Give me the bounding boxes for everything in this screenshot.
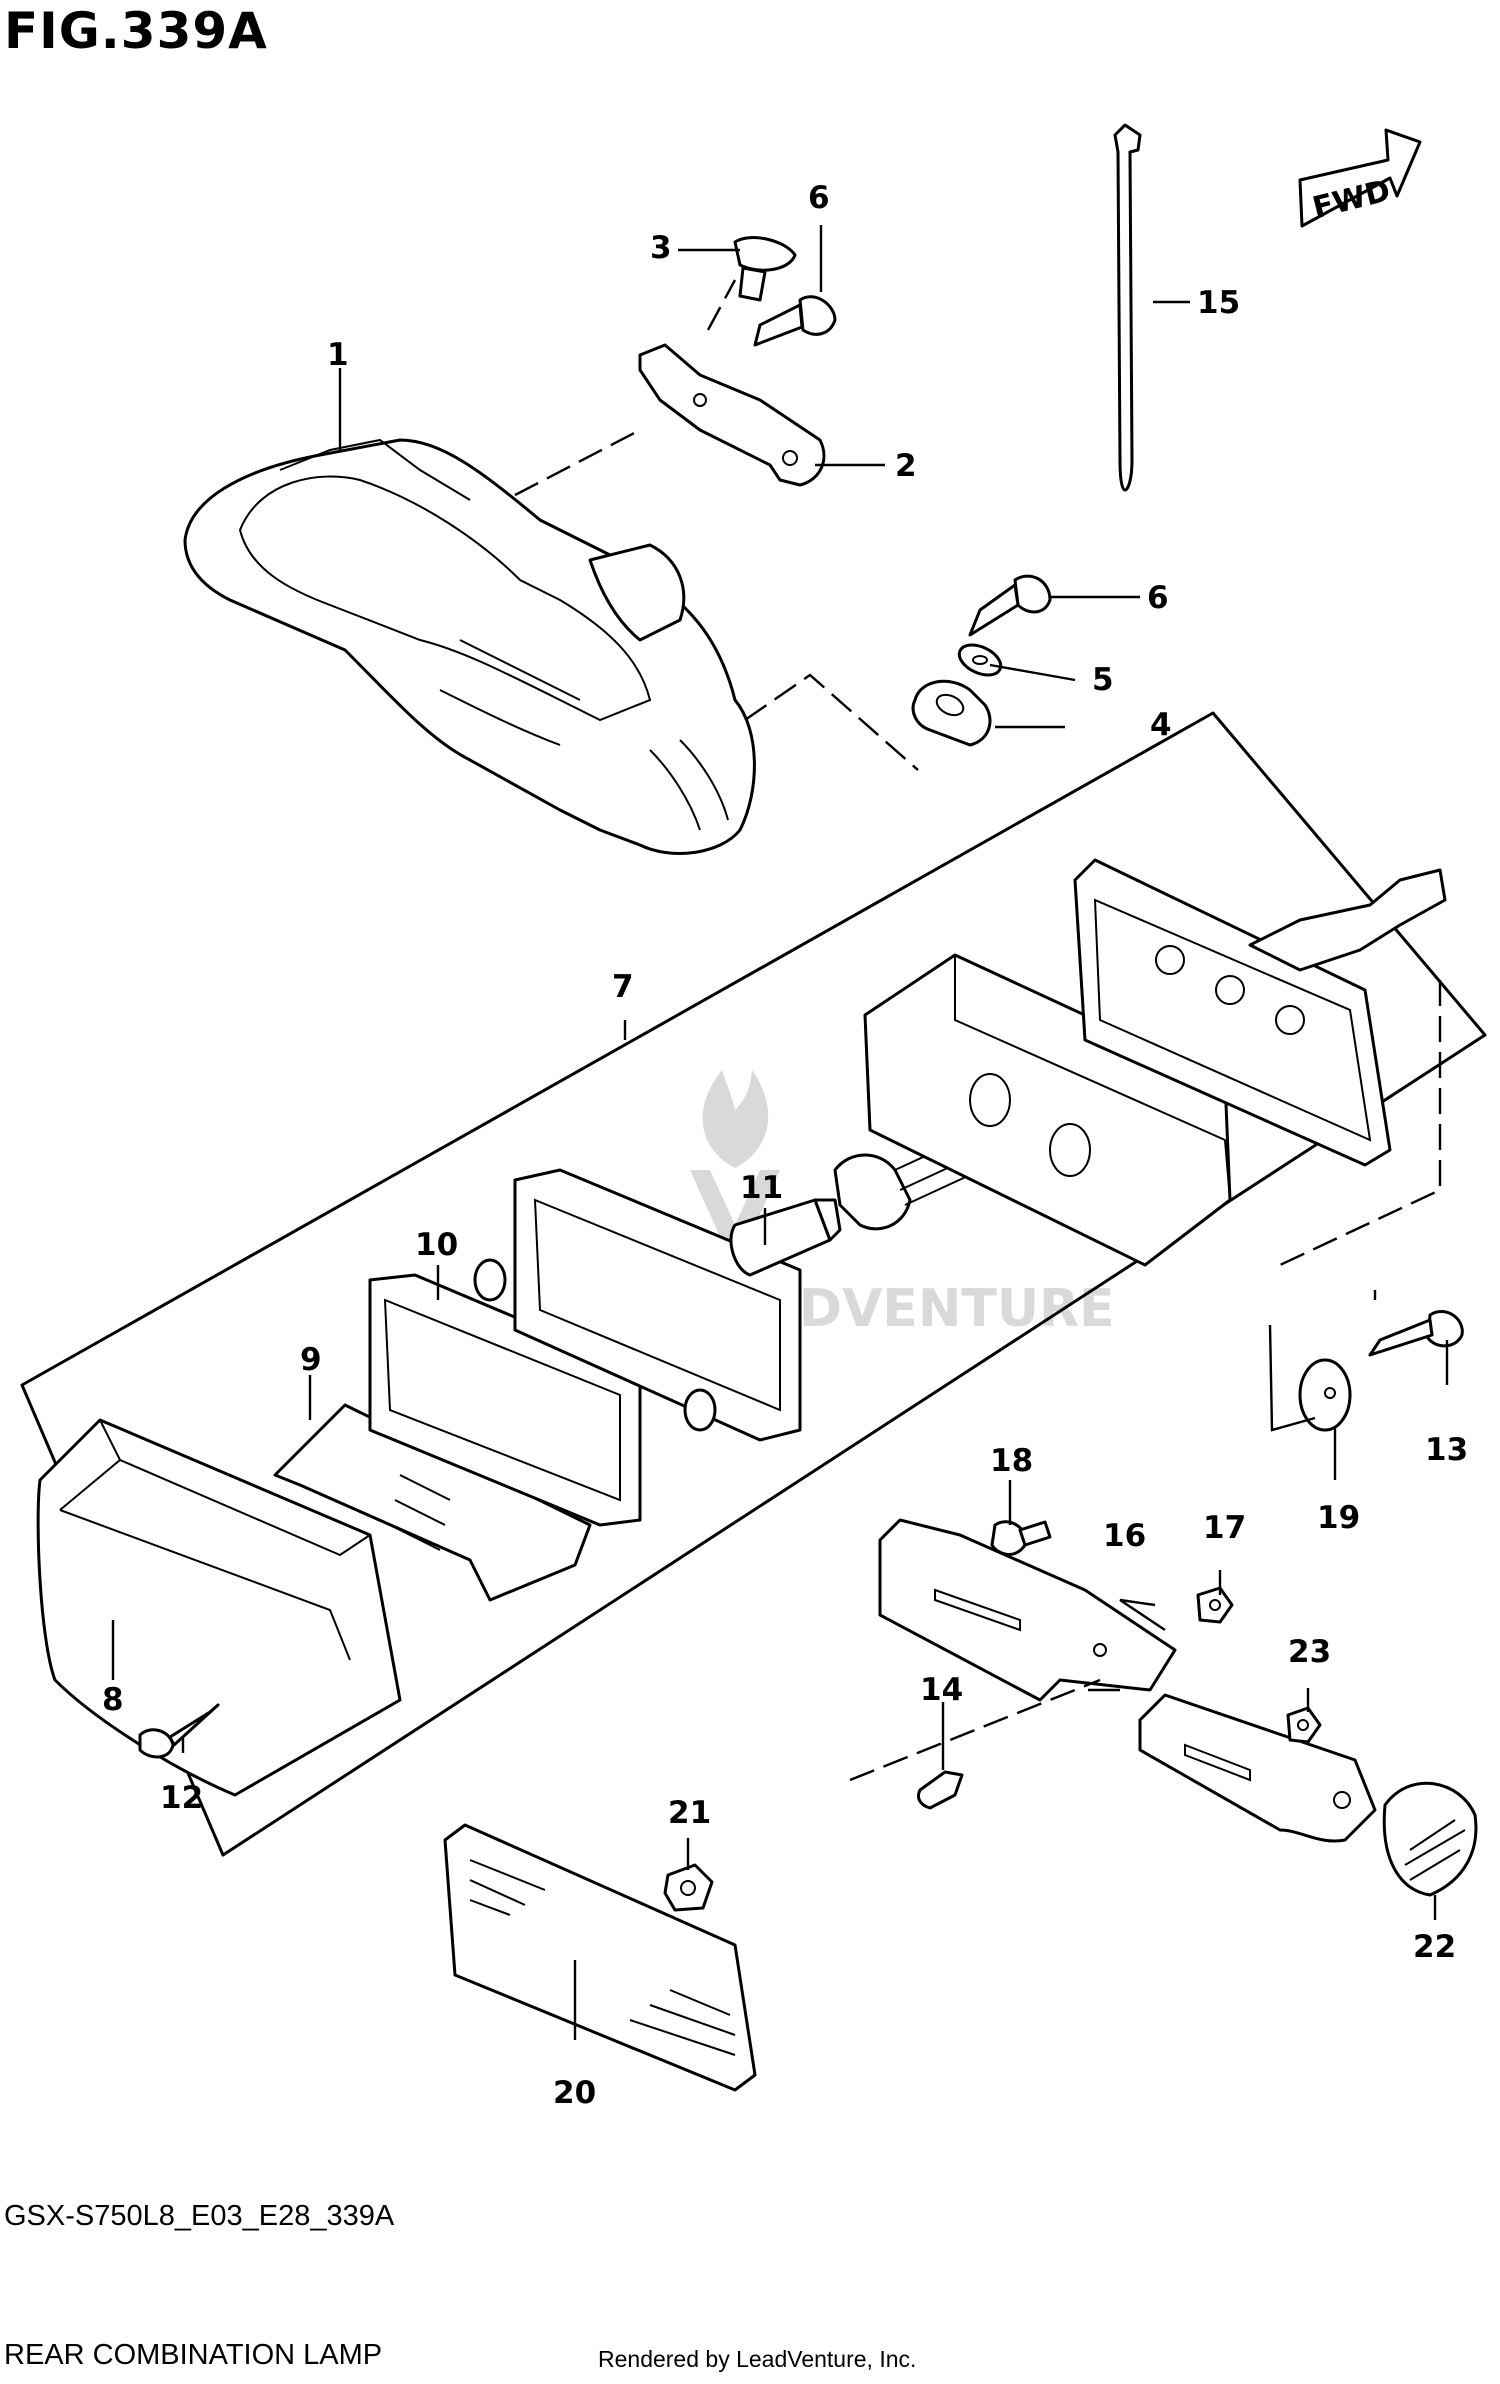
callout-15: 15 [1197,285,1240,321]
collar-5 [957,643,1003,677]
callout-8: 8 [102,1682,124,1718]
callout-6-upper: 6 [808,180,830,216]
fwd-arrow-badge: FWD [1298,128,1422,228]
callout-labels: 1 2 3 4 5 6 6 7 8 9 10 11 12 13 14 15 16… [102,180,1468,2111]
rear-combination-lamp-housing [183,438,756,855]
lamp-rear-gasket [1073,858,1392,1167]
callout-3: 3 [650,230,672,266]
nut-17 [1196,1586,1234,1624]
lamp-bracket [638,343,826,487]
callout-11: 11 [740,1170,783,1206]
license-bracket-lower [1138,1693,1377,1843]
callout-22: 22 [1413,1929,1456,1965]
callout-17: 17 [1203,1510,1246,1546]
bulb-11 [729,1198,842,1277]
reflector-22 [1382,1781,1478,1897]
screw-6-upper [753,295,837,347]
callout-14: 14 [920,1672,963,1708]
screw-3 [733,236,797,302]
callout-12: 12 [160,1780,203,1816]
lamp-base-plate [473,1168,802,1442]
dashed-assembly-lines [514,279,1442,1782]
callout-23: 23 [1288,1634,1331,1670]
screw-13 [1368,1310,1464,1357]
callout-13: 13 [1425,1432,1468,1468]
washer-19 [1298,1358,1352,1432]
nut-23 [1286,1706,1322,1744]
callout-7: 7 [612,969,634,1005]
callout-19: 19 [1317,1500,1360,1536]
render-credit: Rendered by LeadVenture, Inc. [598,2346,917,2372]
screw-12 [138,1703,220,1759]
lens-8 [36,1418,402,1797]
callout-18: 18 [990,1443,1033,1479]
license-bracket-16 [878,1518,1177,1702]
figure-title: FIG.339A [4,2,268,60]
callout-10: 10 [415,1227,458,1263]
screw-18 [990,1520,1052,1556]
callout-9: 9 [300,1342,322,1378]
leader-lines [111,225,1449,2040]
callout-20: 20 [553,2075,596,2111]
cable-tie [1113,123,1142,492]
callout-21: 21 [668,1795,711,1831]
callout-5: 5 [1092,662,1114,698]
screw-6-lower [968,574,1052,637]
lamp-rear-cover [863,953,1232,1267]
callout-2: 2 [895,448,917,484]
callout-1: 1 [327,337,349,373]
nut-21 [663,1863,714,1912]
reflector-20 [443,1823,757,2092]
callout-6-lower: 6 [1147,580,1169,616]
lamp-connector-plug [1248,868,1447,972]
grommet-4 [911,679,992,747]
callout-16: 16 [1103,1518,1146,1554]
callout-4: 4 [1150,707,1172,743]
pin-14 [916,1770,964,1810]
gasket-10 [368,1273,642,1527]
model-code: GSX-S750L8_E03_E28_339A [4,2200,395,2232]
figure-caption: REAR COMBINATION LAMP [4,2339,383,2371]
